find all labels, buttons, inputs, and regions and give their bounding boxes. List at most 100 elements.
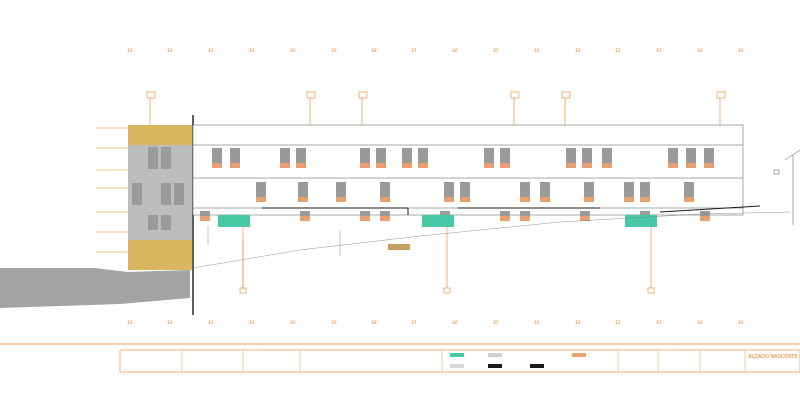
grid-label-top-2: E2 <box>208 48 214 53</box>
window-sill <box>230 163 240 168</box>
window <box>296 148 306 168</box>
grid-label-bottom-9: E5 <box>493 320 499 325</box>
leader-tag <box>443 287 451 294</box>
grid-label-top-6: E8 <box>371 48 377 53</box>
window <box>336 182 346 202</box>
window-sill <box>256 197 266 202</box>
window <box>256 182 266 202</box>
window-sill <box>200 216 210 221</box>
level-markers <box>96 91 726 294</box>
window-sill <box>704 163 714 168</box>
window-sill <box>520 216 530 221</box>
leader-tag <box>647 287 655 294</box>
grid-label-bottom-1: E3 <box>167 320 173 325</box>
title-block: ALZADO NASCENTE <box>0 343 800 373</box>
leader-tag <box>239 287 247 294</box>
window-sill <box>668 163 678 168</box>
grid-label-top-9: E5 <box>493 48 499 53</box>
grid-label-bottom-14: E0 <box>697 320 703 325</box>
grid-label-bottom-4: E0 <box>290 320 296 325</box>
window-sill <box>380 197 390 202</box>
grid-label-bottom-10: E4 <box>534 320 540 325</box>
level-tag <box>146 91 156 99</box>
end-wall <box>128 125 192 270</box>
grid-label-top-4: E0 <box>290 48 296 53</box>
grid-label-top-10: E4 <box>534 48 540 53</box>
window <box>540 182 550 202</box>
window <box>402 148 412 168</box>
level-tag <box>510 91 520 99</box>
grid-label-bottom-11: E3 <box>575 320 581 325</box>
window-sill <box>640 197 650 202</box>
window-sill <box>376 163 386 168</box>
level-tag <box>358 91 368 99</box>
window-sill <box>444 197 454 202</box>
window <box>602 148 612 168</box>
window-sill <box>602 163 612 168</box>
window-sill <box>280 163 290 168</box>
window-sill <box>402 163 412 168</box>
grid-label-bottom-15: E9 <box>738 320 744 325</box>
window-sill <box>700 216 710 221</box>
window <box>380 182 390 202</box>
grid-label-bottom-2: E2 <box>208 320 214 325</box>
window <box>500 148 510 168</box>
window <box>582 148 592 168</box>
level-tag <box>306 91 316 99</box>
window <box>212 148 222 168</box>
window-sill <box>500 216 510 221</box>
window-sill <box>212 163 222 168</box>
window <box>668 148 678 168</box>
grid-label-top-15: E9 <box>738 48 744 53</box>
window-sill <box>336 197 346 202</box>
window-sill <box>500 163 510 168</box>
window-sill <box>520 197 530 202</box>
window <box>584 182 594 202</box>
grid-label-bottom-5: E9 <box>331 320 337 325</box>
window-sill <box>580 216 590 221</box>
window <box>444 182 454 202</box>
grid-label-top-3: E1 <box>249 48 255 53</box>
grid-label-bottom-13: E1 <box>656 320 662 325</box>
window-sill <box>624 197 634 202</box>
grid-label-top-11: E3 <box>575 48 581 53</box>
window-sill <box>298 197 308 202</box>
level-tag <box>561 91 571 99</box>
window-sill <box>360 216 370 221</box>
window <box>566 148 576 168</box>
window-sill <box>540 197 550 202</box>
window-sill <box>380 216 390 221</box>
window <box>298 182 308 202</box>
window-sill <box>460 197 470 202</box>
window <box>624 182 634 202</box>
grid-label-top-0: E4 <box>127 48 133 53</box>
level-tag <box>716 91 726 99</box>
grid-label-top-5: E9 <box>331 48 337 53</box>
grid-label-bottom-3: E1 <box>249 320 255 325</box>
window <box>360 148 370 168</box>
window <box>230 148 240 168</box>
stair-block <box>388 244 410 250</box>
window <box>704 148 714 168</box>
ground-terrain <box>0 268 190 308</box>
window <box>484 148 494 168</box>
grid-label-bottom-8: E6 <box>452 320 458 325</box>
window-sill <box>418 163 428 168</box>
window-sill <box>360 163 370 168</box>
window <box>686 148 696 168</box>
grid-label-bottom-6: E8 <box>371 320 377 325</box>
window <box>684 182 694 202</box>
window <box>520 182 530 202</box>
window-sill <box>484 163 494 168</box>
drawing-title: ALZADO NASCENTE <box>748 354 797 360</box>
window <box>640 182 650 202</box>
grid-label-bottom-0: E4 <box>127 320 133 325</box>
grid-label-top-12: E2 <box>615 48 621 53</box>
window-sill <box>686 163 696 168</box>
window <box>418 148 428 168</box>
grid-label-top-1: E3 <box>167 48 173 53</box>
window <box>280 148 290 168</box>
